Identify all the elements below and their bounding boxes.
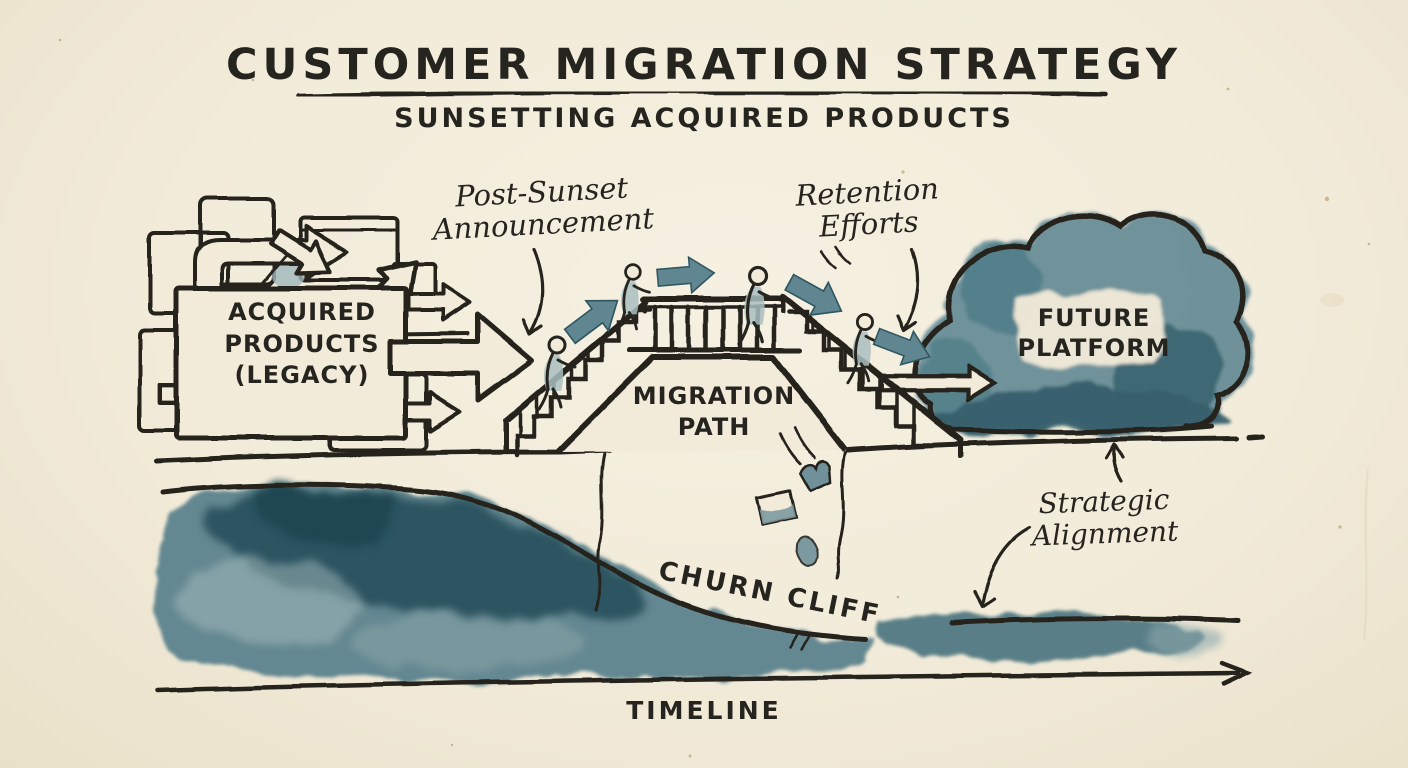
strategic-up-arrow-icon (1111, 445, 1123, 484)
migration-path-label: MIGRATION PATH (632, 382, 796, 442)
future-platform-label: FUTURE PLATFORM (1017, 304, 1171, 362)
bridge-arch (555, 354, 848, 455)
legacy-cluster (138, 196, 472, 452)
post-sunset-annotation: Post-Sunset Announcement (431, 170, 655, 248)
annotation-arrows (521, 248, 1124, 609)
watercolor-washes (153, 485, 1227, 678)
flow-arrow-down1-icon (779, 265, 852, 329)
churn-falling-blocks (754, 246, 852, 652)
right-cliff-crack (836, 450, 847, 580)
left-cliff-crack (594, 449, 607, 612)
cloud-outline (911, 211, 1251, 429)
timeline-arrowhead-icon (1219, 660, 1253, 687)
title-underline (296, 89, 1109, 99)
churn-slope-line (160, 482, 869, 642)
left-steps (514, 307, 653, 458)
right-ground-dash (1246, 433, 1266, 440)
ground-lines (154, 433, 1266, 642)
migration-bridge (503, 294, 963, 459)
legacy-line-3: (LEGACY) (234, 361, 370, 390)
retention-annotation: Retention Efforts (794, 171, 940, 245)
post-sunset-arrow-icon (528, 248, 544, 334)
small-right-arrow-icon (406, 282, 472, 322)
strategic-alignment-annotation: Strategic Alignment (1031, 482, 1179, 553)
paper-stains (58, 38, 1371, 758)
future-platform-cloud (882, 210, 1254, 435)
churn-mass-deep (250, 490, 394, 549)
legacy-line-1: ACQUIRED (228, 298, 376, 326)
right-steps (785, 309, 933, 448)
right-band-top-line (949, 616, 1241, 626)
right-ground-line (845, 435, 1239, 453)
legacy-line-2: PRODUCTS (224, 329, 380, 358)
timeline-label: TIMELINE (626, 696, 782, 725)
strategic-down-arrow-icon (980, 525, 1032, 606)
flow-arrow-right-icon (655, 254, 717, 297)
page-title: CUSTOMER MIGRATION STRATEGY (225, 40, 1183, 90)
left-ground-line (154, 447, 613, 464)
retention-arrow-icon (902, 248, 920, 330)
big-arrow-icon (387, 311, 535, 403)
page-subtitle: SUNSETTING ACQUIRED PRODUCTS (394, 103, 1014, 134)
legacy-box-label: ACQUIRED PRODUCTS (LEGACY) (222, 297, 382, 392)
timeline-axis (154, 660, 1253, 693)
